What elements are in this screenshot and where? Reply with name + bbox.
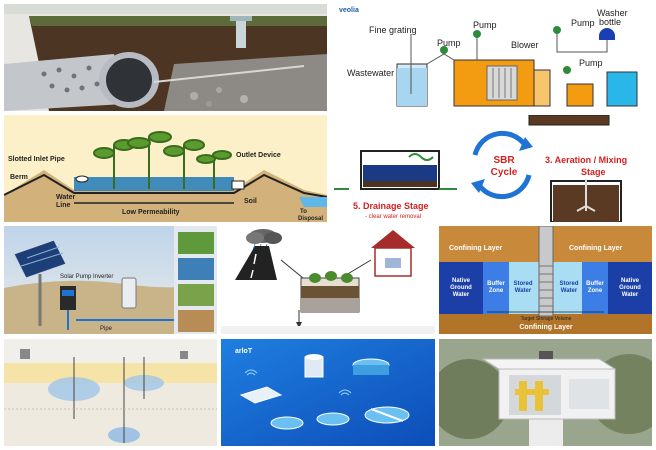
label-confining-layer-left: Confining Layer xyxy=(449,245,503,252)
label-to: To xyxy=(300,209,307,215)
tile-sbr-cycle[interactable]: SBR Cycle 3. Aeration / Mixing Stage 5. … xyxy=(329,115,652,222)
label-confining-layer-right: Confining Layer xyxy=(569,245,623,252)
label-buffer-right-2: Zone xyxy=(588,288,603,294)
label-low-permeability: Low Permeability xyxy=(122,209,180,216)
label-native-right-1: Native xyxy=(621,278,640,284)
label-clear-water: - clear water removal xyxy=(365,214,421,220)
label-pump-3: Pump xyxy=(571,18,595,28)
label-buffer-left-2: Zone xyxy=(489,288,504,294)
label-solar-pump-inverter: Solar Pump Inverter xyxy=(60,274,113,280)
groundwater-section-diagram xyxy=(4,339,217,446)
label-confining-layer-bottom: Confining Layer xyxy=(519,324,573,331)
label-pump-1: Pump xyxy=(437,38,461,48)
label-native-right-3: Water xyxy=(622,292,639,298)
veolia-logo: veolia xyxy=(339,7,359,14)
label-stored-right-2: Water xyxy=(561,288,578,294)
label-outlet-device: Outlet Device xyxy=(236,152,281,159)
label-pipe: Pipe xyxy=(100,326,113,332)
label-aeration-stage: 3. Aeration / Mixing xyxy=(545,155,627,165)
label-native-left-2: Ground xyxy=(450,285,472,291)
label-slotted-inlet-pipe: Slotted Inlet Pipe xyxy=(8,156,65,163)
label-wastewater: Wastewater xyxy=(347,68,394,78)
iot-water-network-diagram: arloT xyxy=(221,339,435,446)
label-blower: Blower xyxy=(511,40,539,50)
label-bottle: bottle xyxy=(599,17,621,27)
label-native-right-2: Ground xyxy=(619,285,641,291)
drainage-pipe-illustration xyxy=(4,4,327,111)
label-buffer-left-1: Buffer xyxy=(487,281,505,287)
tile-water-tower-building[interactable] xyxy=(439,339,652,446)
label-pump-4: Pump xyxy=(579,58,603,68)
label-water: Water xyxy=(56,194,75,201)
tile-bioretention[interactable] xyxy=(221,226,435,334)
label-soil: Soil xyxy=(244,198,257,205)
label-stored-right-1: Stored xyxy=(559,281,578,287)
tile-iot-water-network[interactable]: arloT xyxy=(221,339,435,446)
label-stored-left-2: Water xyxy=(515,288,532,294)
tile-groundwater-section[interactable] xyxy=(4,339,217,446)
label-native-left-1: Native xyxy=(452,278,471,284)
label-target-storage-volume: Target Storage Volume xyxy=(521,316,572,322)
label-cycle: Cycle xyxy=(491,167,518,178)
solar-pump-illustration: Solar Pump Inverter Pipe xyxy=(4,226,217,334)
label-stored-left-1: Stored xyxy=(513,281,532,287)
label-pump-2: Pump xyxy=(473,20,497,30)
label-berm: Berm xyxy=(10,174,28,181)
water-tower-illustration xyxy=(439,339,652,446)
biofilter-cross-section: Slotted Inlet Pipe Outlet Device Berm Wa… xyxy=(4,115,327,222)
label-aeration-stage-2: Stage xyxy=(581,167,606,177)
label-washer: Washer xyxy=(597,8,628,18)
label-line: Line xyxy=(56,202,70,209)
wastewater-process-diagram: veolia Fine grating Pump Pump Pump Pump … xyxy=(329,4,652,111)
label-fine-grating: Fine grating xyxy=(369,25,417,35)
label-drainage-stage: 5. Drainage Stage xyxy=(353,201,429,211)
label-disposal: Disposal xyxy=(298,216,323,222)
tile-biofilter[interactable]: Slotted Inlet Pipe Outlet Device Berm Wa… xyxy=(4,115,327,222)
tile-drainage-pipe[interactable] xyxy=(4,4,327,111)
tile-aquifer-storage[interactable]: Confining Layer Confining Layer Native G… xyxy=(439,226,652,334)
tile-wastewater-process[interactable]: veolia Fine grating Pump Pump Pump Pump … xyxy=(329,4,652,111)
label-buffer-right-1: Buffer xyxy=(586,281,604,287)
tile-solar-pump[interactable]: Solar Pump Inverter Pipe xyxy=(4,226,217,334)
bioretention-diagram xyxy=(221,226,435,334)
aquifer-storage-diagram: Confining Layer Confining Layer Native G… xyxy=(439,226,652,334)
sbr-cycle-diagram: SBR Cycle 3. Aeration / Mixing Stage 5. … xyxy=(329,115,652,222)
label-sbr: SBR xyxy=(493,155,515,166)
label-native-left-3: Water xyxy=(453,292,470,298)
ariot-logo: arloT xyxy=(235,348,253,355)
